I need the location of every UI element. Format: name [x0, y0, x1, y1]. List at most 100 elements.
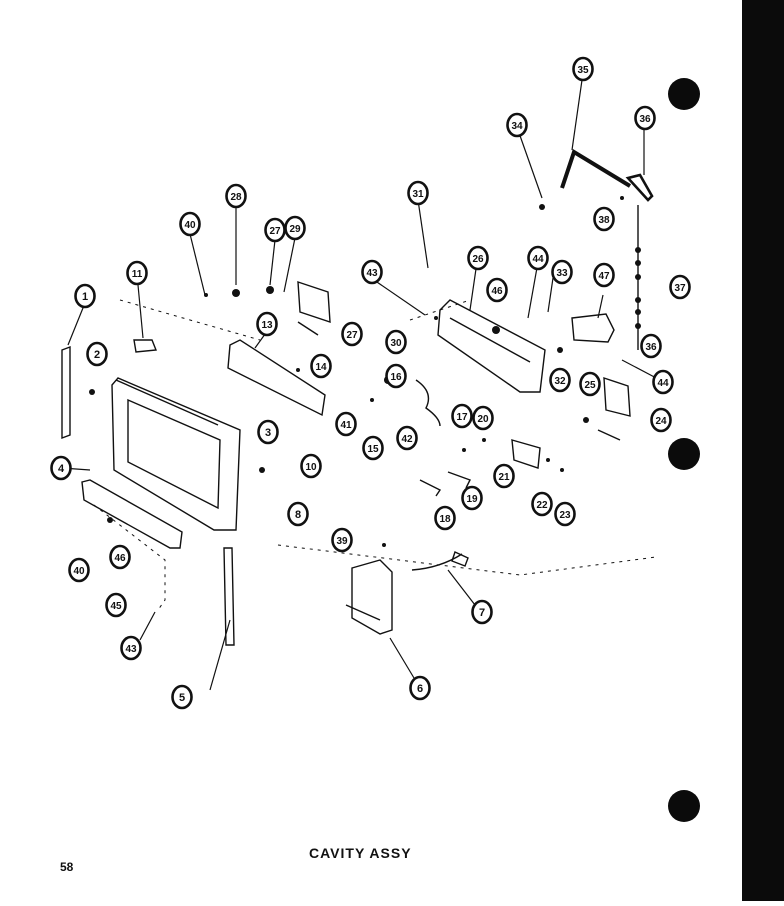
callout-number: 16 [390, 372, 402, 383]
part-11-clip [133, 339, 157, 353]
callout-number: 15 [367, 444, 379, 455]
part-4-bottom-rail [81, 479, 183, 549]
callout-number: 36 [639, 114, 651, 125]
callout-bubble: 3 [257, 419, 279, 445]
callout-bubble: 11 [126, 260, 148, 286]
callout-bubble: 27 [341, 321, 363, 347]
callout-bubble: 19 [461, 485, 483, 511]
callout-bubble: 43 [361, 259, 383, 285]
callout-bubble: 44 [652, 369, 674, 395]
callout-bubble: 8 [287, 501, 309, 527]
callout-number: 26 [472, 254, 484, 265]
callout-bubble: 21 [493, 463, 515, 489]
callout-number: 6 [417, 683, 423, 695]
callout-number: 39 [336, 536, 348, 547]
binding-edge [742, 0, 784, 901]
callout-number: 40 [73, 566, 85, 577]
callout-number: 24 [655, 416, 667, 427]
callout-number: 20 [477, 414, 489, 425]
callout-number: 43 [366, 268, 378, 279]
callout-bubble: 47 [593, 262, 615, 288]
callout-bubble: 34 [506, 112, 528, 138]
callout-bubble: 26 [467, 245, 489, 271]
callout-number: 43 [125, 644, 137, 655]
callout-number: 44 [657, 378, 669, 389]
callout-bubble: 32 [549, 367, 571, 393]
callout-bubble: 41 [335, 411, 357, 437]
callout-number: 23 [559, 510, 571, 521]
part-28-bracket [297, 281, 331, 323]
callout-bubble: 6 [409, 675, 431, 701]
punch-hole-middle [668, 438, 700, 470]
callout-bubble: 14 [310, 353, 332, 379]
callout-bubble: 46 [109, 544, 131, 570]
callout-bubble: 46 [486, 277, 508, 303]
part-17-spring [415, 379, 441, 427]
part-3-front-frame [111, 377, 241, 531]
callout-number: 8 [295, 509, 301, 521]
callout-bubble: 40 [68, 557, 90, 583]
callout-number: 32 [554, 376, 566, 387]
callout-bubble: 2 [86, 341, 108, 367]
callout-layer: 1234567810111314151617181920212223242526… [50, 56, 691, 710]
callout-number: 41 [340, 420, 352, 431]
callout-number: 5 [179, 692, 185, 704]
callout-bubble: 28 [225, 183, 247, 209]
callout-bubble: 23 [554, 501, 576, 527]
part-26-back-panel [437, 299, 546, 393]
diagram-caption: CAVITY ASSY [309, 845, 412, 861]
callout-bubble: 35 [572, 56, 594, 82]
callout-bubble: 15 [362, 435, 384, 461]
callout-bubble: 18 [434, 505, 456, 531]
part-19-clip [447, 471, 471, 489]
callout-bubble: 1 [74, 283, 96, 309]
callout-bubble: 36 [634, 105, 656, 131]
part-21-bracket [511, 439, 541, 469]
callout-number: 4 [58, 463, 65, 475]
callout-number: 27 [269, 226, 281, 237]
callout-number: 14 [315, 362, 327, 373]
callout-number: 13 [261, 320, 273, 331]
callout-number: 21 [498, 472, 510, 483]
callout-number: 18 [439, 514, 451, 525]
callout-bubble: 27 [264, 217, 286, 243]
callout-number: 1 [82, 291, 88, 303]
part-24-bracket [603, 377, 631, 417]
part-1-flange [61, 345, 71, 440]
callout-number: 42 [401, 434, 413, 445]
callout-number: 22 [536, 500, 548, 511]
punch-hole-bottom [668, 790, 700, 822]
callout-number: 34 [511, 121, 523, 132]
callout-number: 47 [598, 271, 610, 282]
callout-bubble: 7 [471, 599, 493, 625]
callout-bubble: 25 [579, 371, 601, 397]
callout-number: 35 [577, 65, 589, 76]
callout-number: 29 [289, 224, 301, 235]
callout-number: 46 [114, 553, 126, 564]
callout-bubble: 40 [179, 211, 201, 237]
part-6-bracket [351, 559, 393, 635]
callout-bubble: 44 [527, 245, 549, 271]
callout-number: 7 [479, 607, 485, 619]
callout-bubble: 4 [50, 455, 72, 481]
callout-number: 3 [265, 427, 271, 439]
callout-bubble: 10 [300, 453, 322, 479]
callout-bubble: 36 [640, 333, 662, 359]
callout-number: 38 [598, 215, 610, 226]
callout-number: 44 [532, 254, 544, 265]
callout-bubble: 38 [593, 206, 615, 232]
callout-bubble: 29 [284, 215, 306, 241]
punch-hole-top [668, 78, 700, 110]
callout-number: 46 [491, 286, 503, 297]
callout-bubble: 22 [531, 491, 553, 517]
callout-bubble: 20 [472, 405, 494, 431]
callout-bubble: 33 [551, 259, 573, 285]
callout-number: 27 [346, 330, 358, 341]
callout-bubble: 42 [396, 425, 418, 451]
callout-number: 2 [94, 349, 100, 361]
callout-bubble: 39 [331, 527, 353, 553]
callout-number: 31 [412, 189, 424, 200]
callout-bubble: 43 [120, 635, 142, 661]
callout-number: 40 [184, 220, 196, 231]
